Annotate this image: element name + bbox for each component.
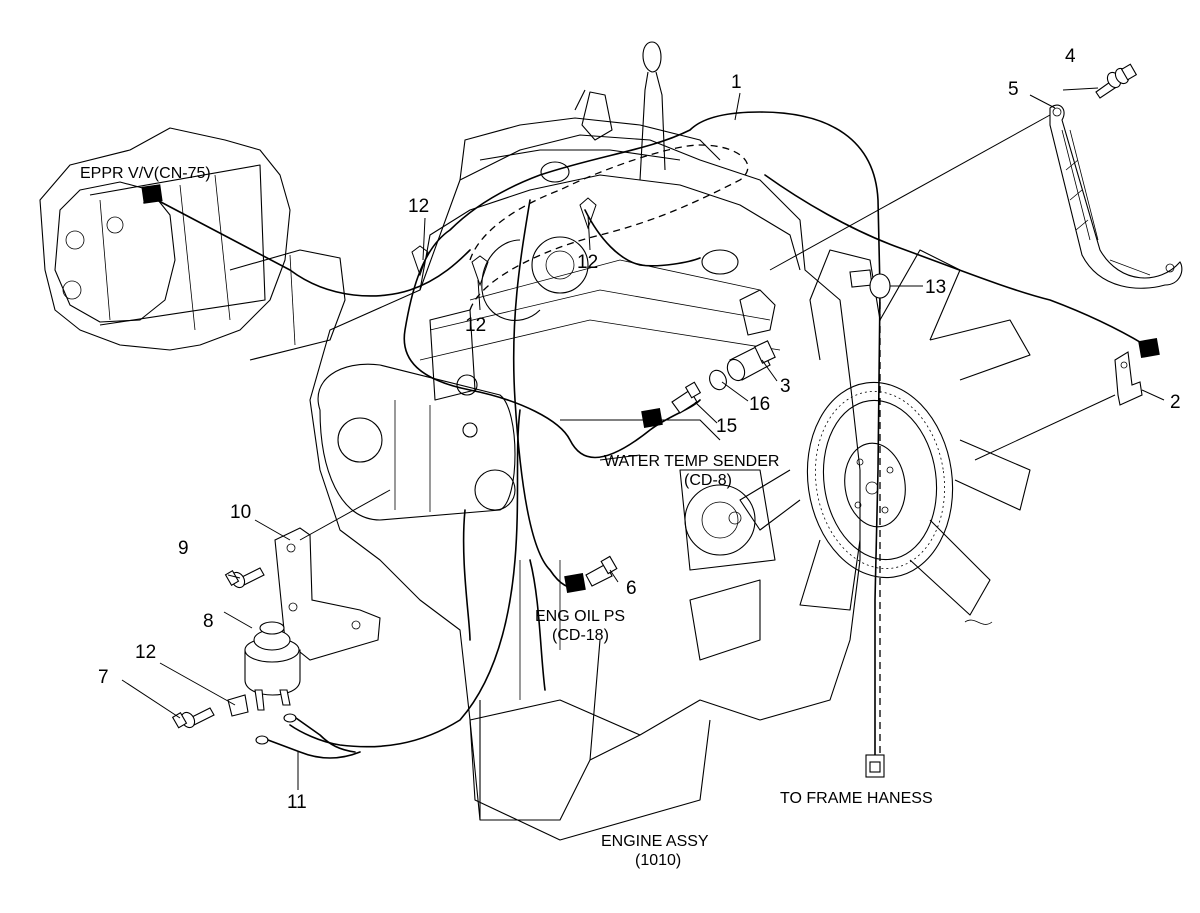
callout-5: 5 xyxy=(1008,79,1019,100)
clamp-13 xyxy=(849,269,891,299)
leader-lines xyxy=(121,87,1165,790)
callout-9: 9 xyxy=(178,538,189,559)
callout-12-top-left: 12 xyxy=(408,196,429,217)
oil-ps-6 xyxy=(585,555,618,587)
temp-sender-15 xyxy=(671,381,702,414)
cooling-fan xyxy=(739,249,1031,625)
label-to-frame-harness: TO FRAME HANESS xyxy=(780,790,933,807)
callout-16: 16 xyxy=(749,394,770,415)
callout-8: 8 xyxy=(203,611,214,632)
callout-10: 10 xyxy=(230,502,251,523)
loose-parts xyxy=(171,63,1183,759)
wire-11-terminals xyxy=(255,713,361,759)
label-water-temp-sender: WATER TEMP SENDER xyxy=(604,453,779,470)
label-water-temp-code: (CD-8) xyxy=(684,472,732,489)
label-eppr-valve: EPPR V/V(CN-75) xyxy=(80,165,211,182)
callout-2: 2 xyxy=(1170,392,1181,413)
frame-harness-plug xyxy=(865,754,885,778)
water-temp-sender-connector xyxy=(641,407,663,429)
right-harness-connector xyxy=(1138,337,1160,359)
engine-block xyxy=(309,41,861,841)
strap-5 xyxy=(1049,104,1183,289)
relay-8 xyxy=(227,621,301,717)
hydraulic-pump xyxy=(39,127,346,361)
bracket-2 xyxy=(1114,351,1143,406)
engine-assembly-drawing xyxy=(39,41,1031,841)
bolt-4 xyxy=(1095,63,1138,99)
oring-16 xyxy=(709,369,727,391)
callout-numbers: 1 2 3 4 5 6 7 8 9 10 11 12 12 12 12 13 1… xyxy=(98,46,1181,813)
label-engine-assy-code: (1010) xyxy=(635,852,681,869)
label-eng-oil-ps: ENG OIL PS xyxy=(535,608,625,625)
callout-12-middle: 12 xyxy=(465,315,486,336)
bolt-9 xyxy=(224,567,265,589)
callout-11: 11 xyxy=(287,792,307,813)
eppr-valve-connector xyxy=(141,184,163,204)
label-engine-assy: ENGINE ASSY xyxy=(601,833,709,850)
callout-12-relay: 12 xyxy=(135,642,156,663)
callout-12-top-right: 12 xyxy=(577,252,598,273)
callout-6: 6 xyxy=(626,578,637,599)
oil-pressure-switch-connector xyxy=(564,572,586,594)
label-eng-oil-ps-code: (CD-18) xyxy=(552,627,609,644)
adapter-3 xyxy=(726,340,776,382)
callout-4: 4 xyxy=(1065,46,1076,67)
callout-3: 3 xyxy=(780,376,791,397)
wiring-harness xyxy=(156,111,1146,761)
connectors xyxy=(141,184,1160,778)
callout-1: 1 xyxy=(731,72,742,93)
bolt-7 xyxy=(171,707,215,729)
callout-13: 13 xyxy=(925,277,946,298)
text-labels: EPPR V/V(CN-75) WATER TEMP SENDER (CD-8)… xyxy=(80,165,933,869)
callout-15: 15 xyxy=(716,416,737,437)
callout-7: 7 xyxy=(98,667,109,688)
